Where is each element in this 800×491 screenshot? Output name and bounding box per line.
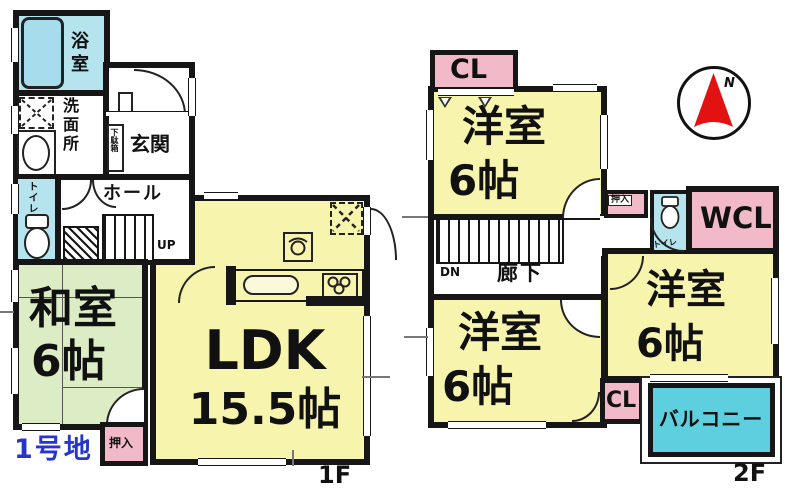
bedroom-north-label: 洋室 (462, 102, 547, 151)
counter-end-wall (226, 266, 236, 305)
closet-oshiire-1f (100, 422, 148, 466)
window (188, 78, 196, 116)
washing-machine-icon (19, 97, 54, 129)
tick-mark (0, 311, 14, 313)
balcony-door (650, 374, 728, 382)
bedroom-south-label: 洋室 (458, 308, 543, 357)
washroom-label: 洗面所 (60, 97, 79, 154)
window (426, 110, 434, 160)
stairs-up-icon (102, 214, 154, 262)
ldk-size-label: 15.5帖 (188, 384, 342, 435)
wcl-label: WCL (700, 201, 772, 235)
bathtub-icon (21, 17, 64, 89)
window (204, 192, 238, 200)
stove-icon (322, 273, 358, 298)
window (11, 270, 19, 302)
hall-label: ホール (103, 183, 163, 204)
window (11, 28, 19, 62)
stairs-down-icon (436, 218, 564, 264)
window (11, 348, 19, 394)
balcony (648, 383, 775, 457)
floor-2f-label: 2F (733, 459, 767, 487)
window (600, 115, 608, 169)
bedroom-east-size: 6帖 (636, 321, 704, 367)
bedroom-north-size: 6帖 (448, 156, 520, 205)
window (198, 458, 286, 466)
closet-opening (438, 88, 514, 96)
window (22, 423, 60, 431)
stairs-down-label: DN (440, 265, 461, 279)
closet-top-label: CL (450, 54, 488, 85)
closet-door-mark (478, 97, 492, 108)
window (553, 84, 597, 92)
north-arrow-icon (694, 73, 733, 127)
oshiire-1f-label: 押入 (109, 436, 134, 450)
lot-number-label: 1号地 (14, 434, 93, 465)
stairs-up-label: UP (157, 238, 176, 252)
refrigerator-icon (330, 202, 363, 235)
window (11, 184, 19, 214)
window (448, 421, 546, 429)
ldk-label: LDK (204, 319, 326, 382)
kitchen-sink-unit-icon (283, 232, 313, 262)
bedroom-south-size: 6帖 (442, 362, 514, 411)
washitsu-size-label: 6帖 (31, 336, 106, 387)
back-door-arc (371, 208, 397, 260)
shoe-cabinet (107, 124, 124, 172)
closet-bottom-label: CL (606, 388, 637, 413)
oshiire-2f-label: 押入 (608, 195, 633, 206)
toilet-1f-label: トイレ (26, 181, 37, 214)
corridor-label: 廊下 (497, 261, 543, 285)
counter-sink (243, 275, 299, 295)
sink-basin-icon (22, 135, 50, 171)
window (11, 106, 19, 134)
entrance-label: 玄関 (130, 132, 170, 156)
tick-mark (402, 216, 428, 218)
closet-door-mark (438, 97, 452, 108)
understair-storage (63, 226, 99, 261)
compass-north-label: N (724, 76, 735, 91)
window (771, 278, 779, 344)
compass: N (677, 66, 751, 140)
ldk-back-door-gap (363, 207, 371, 235)
balcony-label: バルコニー (658, 407, 764, 431)
bathroom-label: 浴室 (68, 31, 89, 77)
tick-mark (292, 450, 294, 466)
bedroom-east-label: 洋室 (646, 267, 726, 313)
shoe-cabinet-label: 下駄箱 (110, 128, 119, 152)
washitsu-label: 和室 (29, 283, 117, 334)
window (426, 328, 434, 376)
tick-mark (404, 336, 428, 338)
toilet-icon (20, 214, 54, 264)
walk-in-closet (686, 186, 779, 254)
kitchen-wall-stub (306, 296, 366, 306)
tick-mark (362, 376, 390, 378)
floor-1f-label: 1F (318, 461, 352, 489)
